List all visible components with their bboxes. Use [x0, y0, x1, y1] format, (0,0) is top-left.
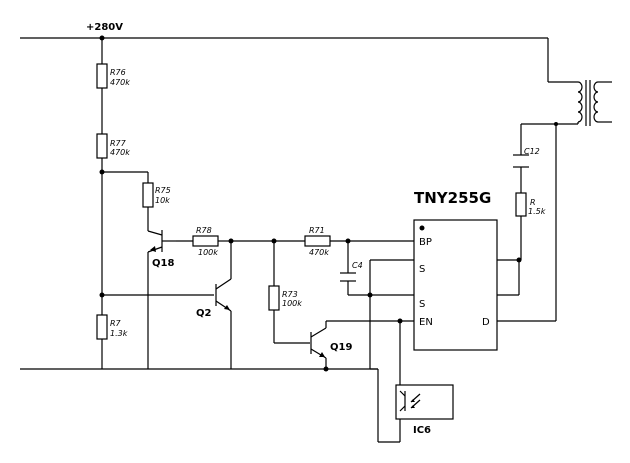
resistor-r7	[96, 314, 108, 340]
chip-pin-en: EN	[419, 317, 433, 328]
junction-en	[397, 318, 403, 324]
capacitor-c4	[340, 241, 370, 296]
junction-source-r	[516, 257, 522, 263]
resistor-r73-ref: R73	[282, 290, 298, 299]
transistor-q18-ref: Q18	[152, 258, 174, 269]
resistor-r78-ref: R78	[196, 226, 212, 235]
resistor-r-value: 1.5k	[528, 207, 546, 216]
resistor-r-ref: R	[530, 198, 536, 207]
resistor-r76-value: 470k	[110, 78, 130, 87]
r73-wires	[273, 241, 310, 344]
transistor-q18	[147, 230, 176, 253]
resistor-r	[515, 192, 527, 217]
resistor-r73-value: 100k	[282, 299, 302, 308]
transistor-q2-ref: Q2	[196, 308, 212, 319]
primary-to-drain	[497, 123, 578, 322]
resistor-r75	[142, 182, 154, 208]
resistor-r78	[192, 235, 219, 247]
transformer	[577, 80, 612, 126]
resistor-r77	[96, 133, 108, 159]
resistor-r78-value: 100k	[198, 248, 218, 257]
chip-pin-bp: BP	[419, 237, 432, 248]
resistor-r76-ref: R76	[110, 68, 126, 77]
supply-label: +280V	[86, 22, 123, 33]
resistor-r7-ref: R7	[110, 319, 122, 328]
resistor-r75-value: 10k	[155, 196, 170, 205]
chip-pin-s1: S	[419, 264, 425, 275]
chip-pin1-marker	[419, 225, 425, 231]
resistor-r77-value: 470k	[110, 148, 130, 157]
transistor-q2	[102, 278, 232, 312]
resistor-r71-ref: R71	[309, 226, 325, 235]
junction-source-c4	[367, 292, 373, 298]
resistor-r73	[268, 285, 280, 311]
capacitor-c12	[513, 154, 529, 168]
resistor-r7-value: 1.3k	[110, 329, 128, 338]
transistor-q19	[310, 327, 327, 359]
phototransistor-icon	[399, 390, 421, 412]
junction-q19-ground	[323, 366, 329, 372]
capacitor-c4-ref: C4	[352, 261, 363, 270]
capacitor-c12-ref: C12	[524, 147, 540, 156]
chip-name: TNY255G	[414, 189, 491, 207]
resistor-r75-ref: R75	[155, 186, 171, 195]
resistor-r77-ref: R77	[110, 139, 127, 148]
resistor-r76	[96, 63, 108, 89]
r75-wires	[102, 171, 149, 231]
optocoupler-ic6-ref: IC6	[413, 425, 431, 436]
snubber-junction	[554, 122, 558, 126]
snubber-wires	[520, 123, 556, 260]
en-opto-wires	[377, 321, 401, 443]
chip-pin-d: D	[482, 317, 490, 328]
resistor-r71	[304, 235, 331, 247]
transistor-q19-ref: Q19	[330, 342, 352, 353]
chip-tny255g	[413, 219, 498, 351]
supply-rail	[20, 37, 578, 83]
chip-pin-s2: S	[419, 299, 425, 310]
resistor-r71-value: 470k	[309, 248, 329, 257]
